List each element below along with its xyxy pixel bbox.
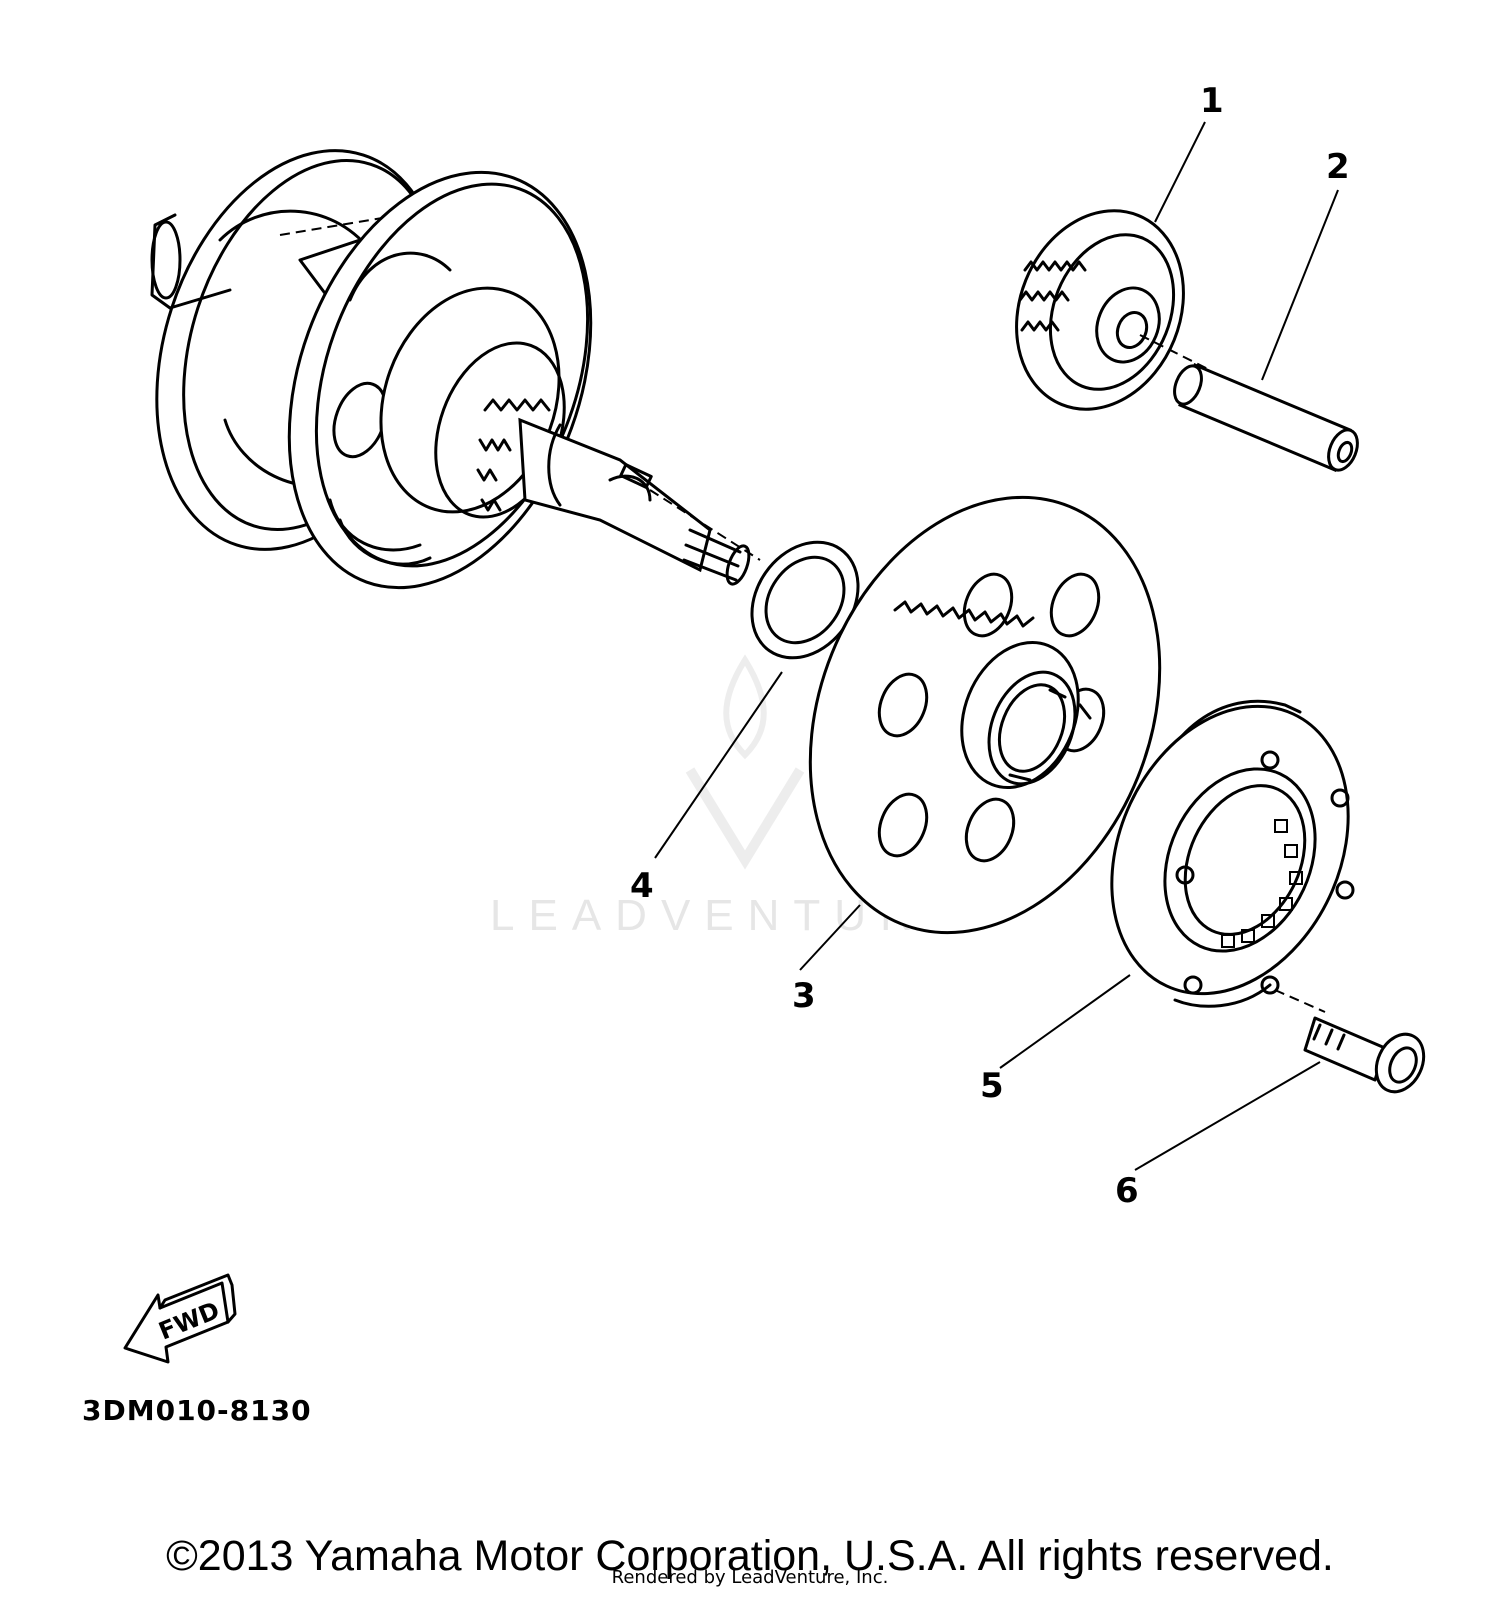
callout-3: 3 bbox=[792, 976, 816, 1016]
diagram-code: 3DM010-8130 bbox=[82, 1394, 312, 1427]
copyright-notice: ©2013 Yamaha Motor Corporation, U.S.A. A… bbox=[166, 1532, 1334, 1580]
leadventure-watermark-logo bbox=[685, 654, 805, 870]
callout-6: 6 bbox=[1115, 1171, 1139, 1211]
crankshaft-assembly bbox=[150, 149, 761, 590]
part-3-starter-wheel-gear bbox=[808, 495, 1162, 935]
leader-lines bbox=[654, 121, 1339, 1171]
callout-1: 1 bbox=[1200, 81, 1224, 121]
rendered-by-notice: Rendered by LeadVenture, Inc. bbox=[611, 1567, 889, 1588]
part-6-bolt bbox=[1274, 989, 1426, 1094]
callout-4: 4 bbox=[630, 866, 654, 906]
forward-direction-arrow: FWD bbox=[123, 1273, 237, 1364]
callout-5: 5 bbox=[980, 1066, 1004, 1106]
part-2-shaft bbox=[1139, 334, 1359, 472]
callout-2: 2 bbox=[1326, 147, 1350, 187]
part-5-starter-clutch bbox=[1110, 699, 1355, 1008]
part-1-idle-gear bbox=[1015, 209, 1185, 411]
